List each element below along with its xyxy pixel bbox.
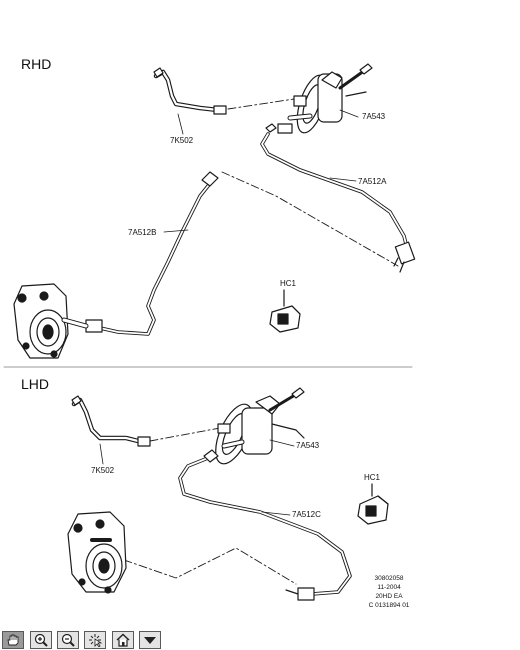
diagram-drawing (3, 63, 416, 601)
rhd-label-7k502: 7K502 (170, 136, 194, 145)
rhd-link-dashdot-1 (227, 98, 295, 110)
home-view-button[interactable] (112, 631, 134, 649)
rhd-slave-cylinder (13, 283, 89, 359)
rhd-label-hc1: HC1 (280, 279, 297, 288)
lhd-link-dashdot-1 (149, 427, 221, 442)
rhd-pipe-7a512a (260, 123, 416, 273)
rhd-master-cylinder-7a543 (277, 63, 373, 134)
lhd-slave-cylinder (67, 511, 127, 594)
rhd-leader-lines (163, 109, 359, 233)
lhd-label-7a543: 7A543 (296, 441, 320, 450)
more-options-button[interactable] (139, 631, 161, 649)
select-pointer-icon (89, 634, 103, 647)
lhd-link-dashdot-2 (123, 547, 297, 585)
viewer-toolbar (0, 630, 520, 650)
lhd-pipe-7a512c (178, 449, 352, 601)
home-icon (116, 633, 130, 647)
zoom-in-button[interactable] (30, 631, 52, 649)
rhd-pipe-7a512b (85, 171, 219, 336)
reference-number: 30802058 (374, 575, 404, 582)
reference-date: 11-2004 (377, 584, 401, 591)
zoom-out-icon (61, 633, 75, 647)
rhd-section-title: RHD (21, 56, 52, 72)
zoom-in-icon (34, 633, 48, 647)
lhd-leader-lines (99, 439, 295, 516)
pan-tool-button[interactable] (2, 631, 24, 649)
lhd-label-7k502: 7K502 (91, 466, 115, 475)
rhd-label-7a512a: 7A512A (358, 177, 387, 186)
lhd-label-hc1: HC1 (364, 473, 381, 482)
rhd-hose-7k502 (153, 67, 227, 115)
lhd-section-title: LHD (21, 376, 50, 392)
rhd-label-7a543: 7A543 (362, 112, 386, 121)
dropdown-arrow-icon (144, 637, 156, 644)
reference-block: 30802058 11-2004 20HD EA C 0131894 01 (362, 574, 416, 610)
lhd-label-7a512c: 7A512C (292, 510, 321, 519)
rhd-link-dashdot-2 (221, 171, 399, 267)
zoom-out-button[interactable] (57, 631, 79, 649)
lhd-hose-7k502 (71, 395, 151, 447)
lhd-master-cylinder-7a543 (215, 387, 305, 465)
reference-copyright: C 0131894 01 (368, 602, 410, 609)
select-tool-button[interactable] (84, 631, 106, 649)
rhd-clip-hc1 (269, 289, 301, 333)
rhd-label-7a512b: 7A512B (128, 228, 157, 237)
reference-model-code: 20HD EA (375, 593, 403, 600)
pan-hand-icon (7, 634, 19, 646)
lhd-clip-hc1 (357, 483, 389, 525)
clutch-hydraulic-diagram: RHD 7K502 7A543 7A512A 7A512B HC1 LHD 7K… (3, 56, 416, 610)
